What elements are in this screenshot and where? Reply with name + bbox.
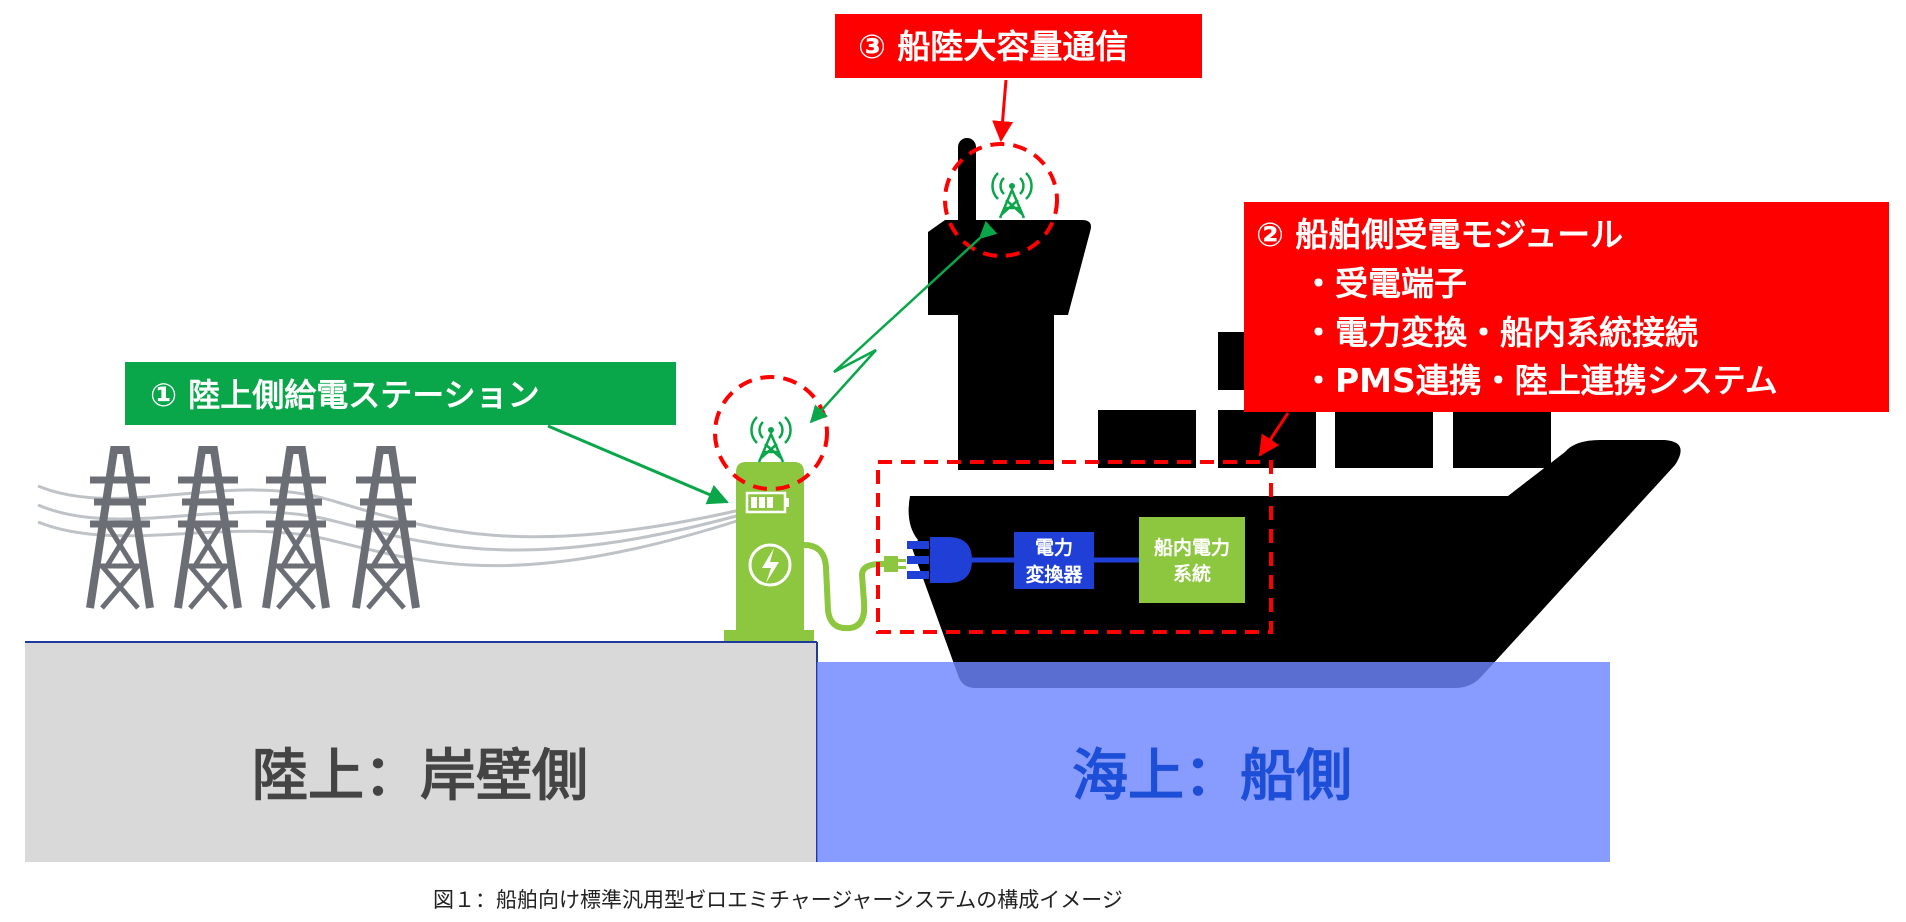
comm-label: ③ 船陸大容量通信: [858, 27, 1128, 66]
figure-caption: 図１：船舶向け標準汎用型ゼロエミチャージャーシステムの構成イメージ: [433, 888, 1123, 912]
ship-power-system-box: [1139, 517, 1245, 603]
ship-power-label-line1: 船内電力: [1154, 536, 1230, 559]
module-item-3: ・PMS連携・陸上連携システム: [1302, 361, 1778, 400]
power-converter-label-line1: 電力: [1035, 536, 1073, 559]
land-zone-label: 陸上：岸壁側: [252, 744, 588, 809]
comm-arrow: [1001, 80, 1006, 140]
power-plug-icon: [907, 537, 972, 583]
station-label: ① 陸上側給電ステーション: [150, 376, 540, 414]
ship-power-label-line2: 系統: [1173, 562, 1211, 585]
module-title: ② 船舶側受電モジュール: [1256, 215, 1623, 254]
module-item-1: ・受電端子: [1302, 264, 1467, 303]
transmission-tower-icon: [90, 450, 416, 608]
power-converter-label-line2: 変換器: [1025, 563, 1083, 586]
station-arrow: [548, 426, 727, 502]
sea-zone-label: 海上：船側: [1072, 744, 1352, 809]
module-item-2: ・電力変換・船内系統接続: [1302, 313, 1698, 352]
